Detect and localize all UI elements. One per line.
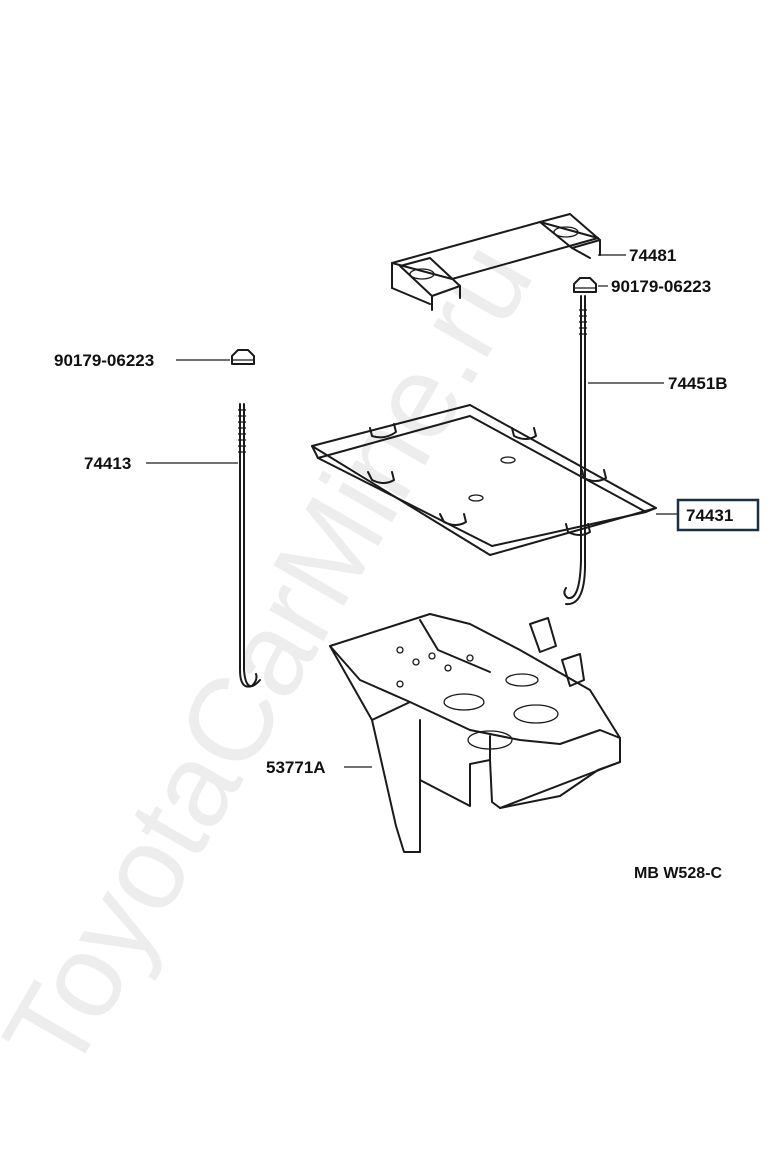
label-nut-left[interactable]: 90179-06223 bbox=[54, 351, 154, 370]
label-rod-right[interactable]: 74451B bbox=[668, 374, 728, 393]
highlight-box bbox=[676, 498, 760, 532]
nut-right-drawing[interactable] bbox=[573, 277, 597, 293]
nut-left-drawing[interactable] bbox=[231, 349, 255, 365]
label-battery-tray[interactable]: 74431 bbox=[686, 506, 733, 525]
carrier-bracket-drawing[interactable] bbox=[329, 613, 621, 853]
hold-down-clamp-drawing[interactable] bbox=[391, 213, 601, 311]
label-rod-left[interactable]: 74413 bbox=[84, 454, 131, 473]
label-carrier-bracket[interactable]: 53771A bbox=[266, 758, 326, 777]
rod-right-drawing[interactable] bbox=[563, 295, 587, 606]
label-nut-right[interactable]: 90179-06223 bbox=[611, 277, 711, 296]
label-hold-down-clamp[interactable]: 74481 bbox=[629, 246, 676, 265]
diagram-reference-code: MB W528-C bbox=[634, 865, 722, 882]
rod-left-drawing[interactable] bbox=[238, 403, 261, 688]
leader-lines bbox=[146, 254, 678, 768]
battery-tray-drawing[interactable] bbox=[311, 404, 657, 556]
